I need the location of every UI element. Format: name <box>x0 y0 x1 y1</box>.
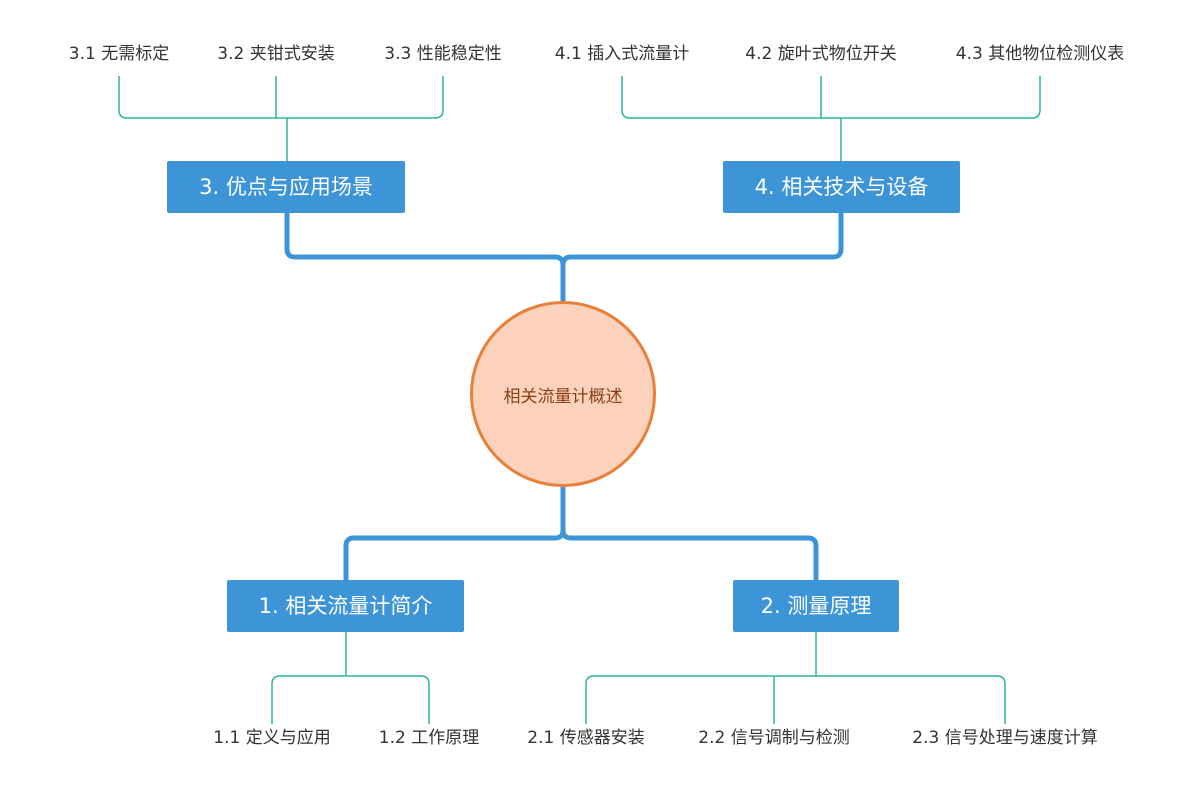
leaf-4-2[interactable]: 4.2 旋叶式物位开关 <box>745 44 897 64</box>
link-branch-2-leaves <box>585 632 1006 724</box>
leaf-3-2[interactable]: 3.2 夹钳式安装 <box>217 44 335 64</box>
leaf-3-3[interactable]: 3.3 性能稳定性 <box>384 44 502 64</box>
link-branch-4-leaves <box>621 76 1041 161</box>
branch-3[interactable]: 3. 优点与应用场景 <box>167 161 405 213</box>
leaf-1-1[interactable]: 1.1 定义与应用 <box>213 728 331 748</box>
link-branch-1-leaves <box>271 632 430 724</box>
link-branch-3-leaves <box>118 76 444 161</box>
leaf-3-1[interactable]: 3.1 无需标定 <box>68 44 170 64</box>
leaf-2-1[interactable]: 2.1 传感器安装 <box>527 728 645 748</box>
branch-1[interactable]: 1. 相关流量计简介 <box>227 580 464 632</box>
central-topic[interactable]: 相关流量计概述 <box>470 301 656 487</box>
link-center-branch-4 <box>560 211 844 303</box>
leaf-4-1[interactable]: 4.1 插入式流量计 <box>554 44 690 64</box>
link-center-branch-3 <box>284 211 566 303</box>
leaf-2-2[interactable]: 2.2 信号调制与检测 <box>698 728 850 748</box>
central-topic-label: 相关流量计概述 <box>503 386 623 407</box>
link-center-branch-1 <box>343 485 566 583</box>
leaf-2-3[interactable]: 2.3 信号处理与速度计算 <box>912 728 1098 748</box>
leaf-1-2[interactable]: 1.2 工作原理 <box>378 728 480 748</box>
leaf-4-3[interactable]: 4.3 其他物位检测仪表 <box>955 44 1125 64</box>
branch-4[interactable]: 4. 相关技术与设备 <box>723 161 960 213</box>
branch-2[interactable]: 2. 测量原理 <box>733 580 899 632</box>
link-center-branch-2 <box>560 485 819 583</box>
